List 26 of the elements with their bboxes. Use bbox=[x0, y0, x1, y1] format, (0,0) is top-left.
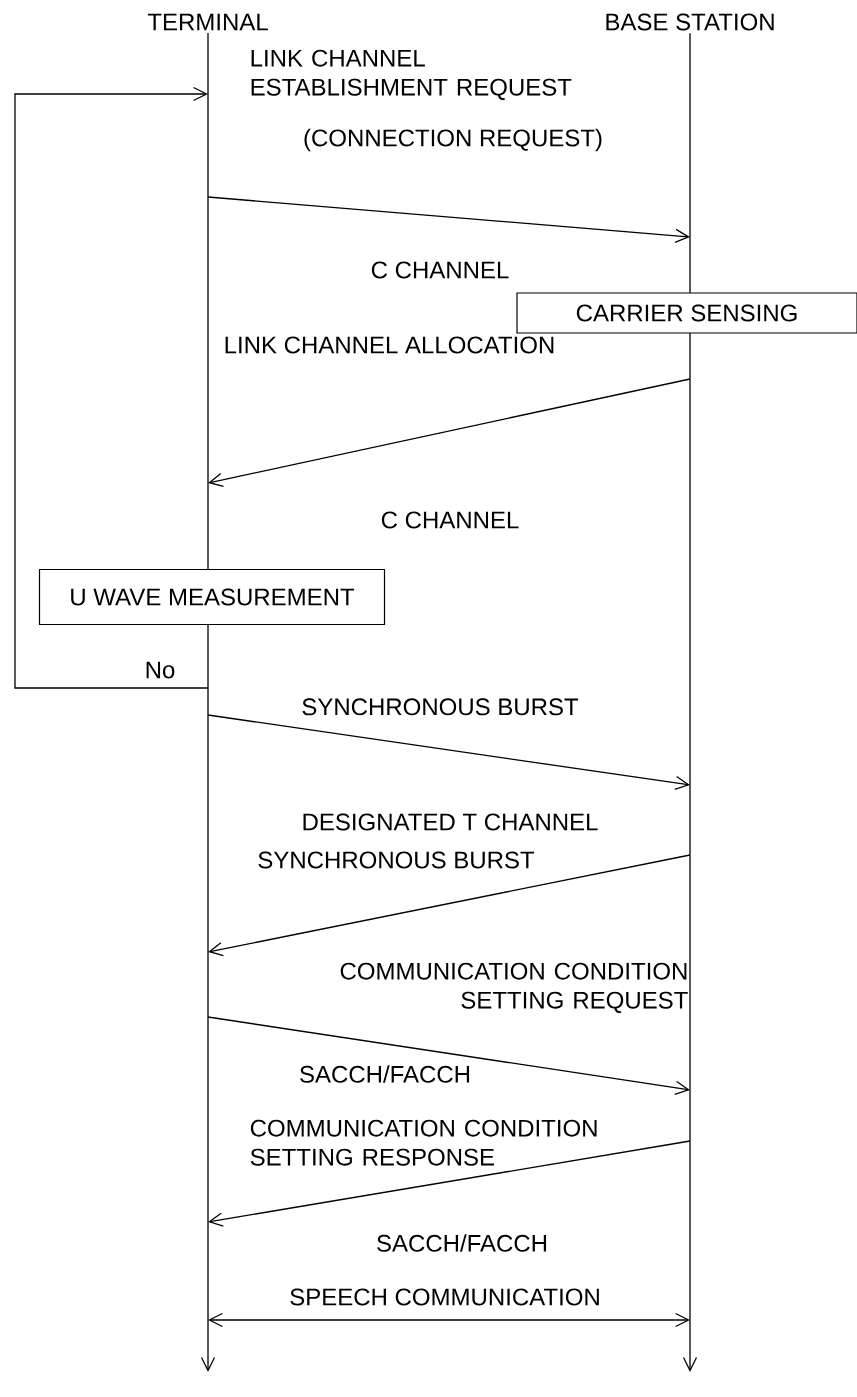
channel-label: (CONNECTION REQUEST) bbox=[304, 128, 602, 152]
message-arrow bbox=[207, 1016, 690, 1095]
process-box: CARRIER SENSING bbox=[516, 292, 857, 334]
message-arrow bbox=[207, 196, 690, 243]
loop-arrow bbox=[14, 86, 209, 689]
channel-label: C CHANNEL bbox=[371, 261, 509, 279]
message-arrow bbox=[208, 1312, 690, 1328]
edge-label: No bbox=[146, 661, 175, 679]
message-arrow bbox=[208, 378, 691, 487]
participant-label: BASE STATION bbox=[606, 13, 774, 31]
channel-label: SACCH/FACCH bbox=[377, 1234, 547, 1252]
edge-label: LINK CHANNEL ALLOCATION bbox=[225, 336, 554, 354]
message-arrow bbox=[208, 1140, 691, 1227]
process-box: U WAVE MEASUREMENT bbox=[38, 568, 386, 626]
edge-label: SYNCHRONOUS BURST bbox=[302, 698, 579, 716]
edge-label: SYNCHRONOUS BURST bbox=[258, 851, 535, 869]
message-arrow bbox=[207, 714, 690, 790]
edge-label: COMMUNICATION CONDITION SETTING REQUEST bbox=[340, 962, 688, 1013]
edge-label: SPEECH COMMUNICATION bbox=[290, 1288, 599, 1306]
channel-label: C CHANNEL bbox=[381, 511, 519, 529]
channel-label: DESIGNATED T CHANNEL bbox=[303, 813, 598, 831]
edge-label: LINK CHANNEL ESTABLISHMENT REQUEST bbox=[251, 49, 572, 100]
participant-label: TERMINAL bbox=[147, 13, 268, 31]
edge-label: COMMUNICATION CONDITION SETTING RESPONSE bbox=[250, 1119, 597, 1166]
message-arrow bbox=[208, 854, 691, 957]
channel-label: SACCH/FACCH bbox=[300, 1065, 470, 1083]
